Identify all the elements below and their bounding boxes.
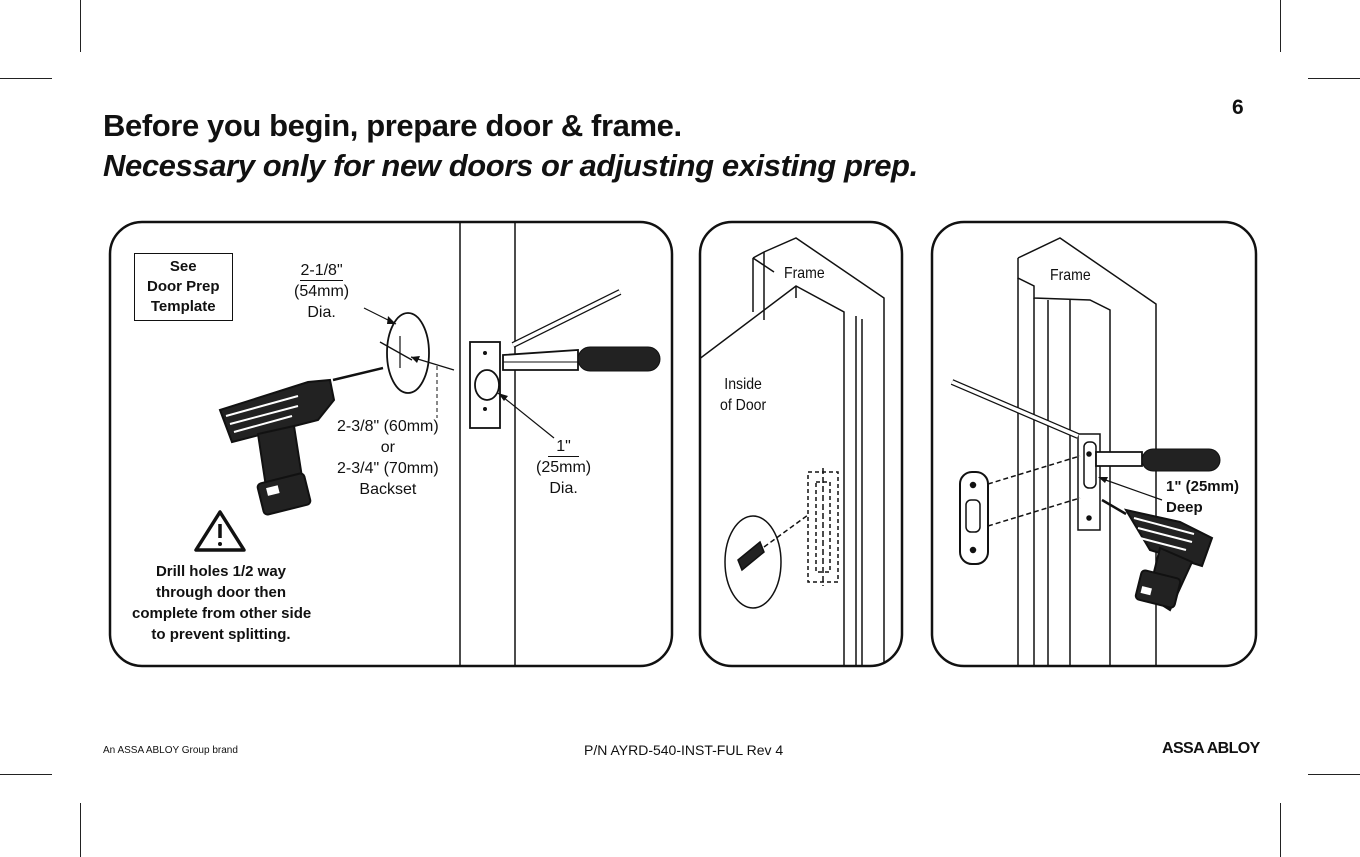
part-number: P/N AYRD-540-INST-FUL Rev 4 — [584, 742, 784, 758]
door-prep-illustration — [108, 220, 674, 668]
crop-mark — [0, 78, 52, 79]
brand-line: An ASSA ABLOY Group brand — [103, 745, 238, 756]
crop-mark — [80, 0, 81, 52]
drill-icon — [218, 366, 384, 516]
bore-hole — [386, 312, 430, 394]
crop-mark — [1308, 78, 1360, 79]
crop-mark — [1280, 0, 1281, 52]
bore-hole — [724, 515, 782, 609]
crop-mark — [80, 803, 81, 857]
chisel-icon — [502, 289, 661, 372]
inside-door-illustration — [698, 220, 904, 668]
inside-door-panel: Frame Inside of Door — [698, 220, 904, 668]
frame-label: Frame — [784, 265, 825, 282]
crop-mark — [0, 774, 52, 775]
frame-strike-panel: Frame 1" (25mm) Deep — [930, 220, 1258, 668]
assa-abloy-logo: ASSA ABLOY — [1162, 740, 1260, 757]
warning-text: Drill holes 1/2 way through door then co… — [132, 563, 312, 643]
edge-bore-diameter-label: 1" (25mm) Dia. — [536, 438, 592, 497]
chisel-icon — [950, 379, 1221, 472]
frame-strike-illustration — [930, 220, 1258, 668]
inside-of-door-label: Inside of Door — [720, 376, 767, 414]
backset-label: 2-3/8" (60mm) or 2-3/4" (70mm) Backset — [337, 418, 439, 498]
warning-triangle-icon — [194, 510, 246, 552]
bore-diameter-label: 2-1/8" (54mm) Dia. — [294, 262, 350, 321]
depth-label: 1" (25mm) Deep — [1166, 478, 1239, 516]
see-text: See — [169, 258, 197, 275]
page-title: Before you begin, prepare door & frame. — [103, 108, 682, 143]
crop-mark — [1280, 803, 1281, 857]
door-prep-template-box: See Door Prep Template — [134, 253, 233, 321]
door-prep-panel: See Door Prep Template 2-1/8" (54mm) Dia… — [108, 220, 674, 668]
template-text: Template — [150, 298, 216, 315]
frame-label: Frame — [1050, 267, 1091, 284]
drill-icon — [1101, 498, 1214, 612]
page-number: 6 — [1232, 96, 1244, 119]
page-subtitle: Necessary only for new doors or adjustin… — [103, 148, 918, 183]
door-prep-text: Door Prep — [147, 278, 220, 295]
crop-mark — [1308, 774, 1360, 775]
strike-plate — [959, 471, 989, 565]
